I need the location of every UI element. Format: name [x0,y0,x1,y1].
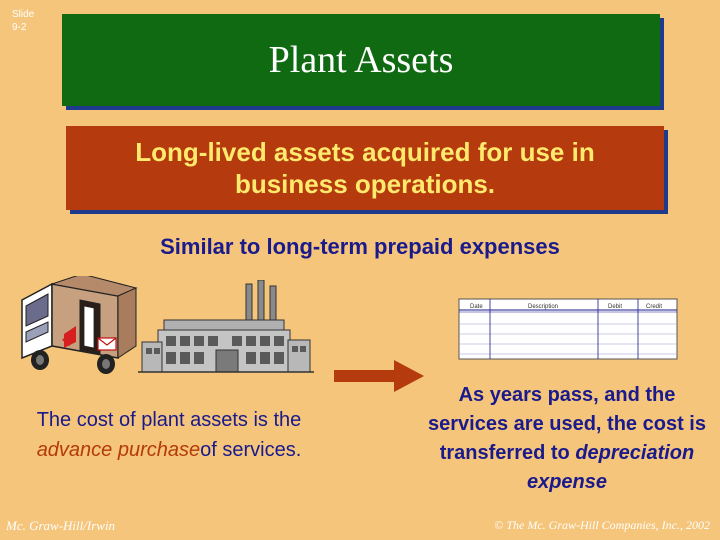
ledger-icon: Date Description Debit Credit [458,298,678,360]
definition-text: Long-lived assets acquired for use in bu… [135,137,595,199]
definition-box: Long-lived assets acquired for use in bu… [66,126,664,210]
ledger-header-date: Date [470,304,483,310]
right-text-part1: As years pass, and the services are used… [428,384,706,464]
left-text-part1: The cost of plant assets is the [36,409,302,431]
ledger-header-credit: Credit [646,304,662,310]
right-explanation: As years pass, and the services are used… [426,381,708,497]
title-box: Plant Assets [62,14,660,106]
factory-icon [138,280,314,373]
left-text-emphasis: advance purchase [36,439,201,461]
left-explanation: The cost of plant assets is the advance … [14,405,324,465]
ledger-header-debit: Debit [608,304,622,310]
right-text-emphasis: depreciation expense [526,442,695,493]
left-text-part2: of services. [200,439,302,461]
subheading: Similar to long-term prepaid expenses [160,234,560,259]
right-arrow-icon [334,360,424,392]
delivery-truck-icon [21,276,138,374]
slide-number: Slide 9-2 [12,8,34,34]
slide-number-value: 9-2 [12,22,27,33]
page-title: Plant Assets [268,39,454,81]
footer-publisher: Mc. Graw-Hill/Irwin [6,518,116,533]
ledger-header-description: Description [528,304,558,310]
footer-copyright: © The Mc. Graw-Hill Companies, Inc., 200… [494,518,710,532]
slide-label: Slide [12,9,35,20]
